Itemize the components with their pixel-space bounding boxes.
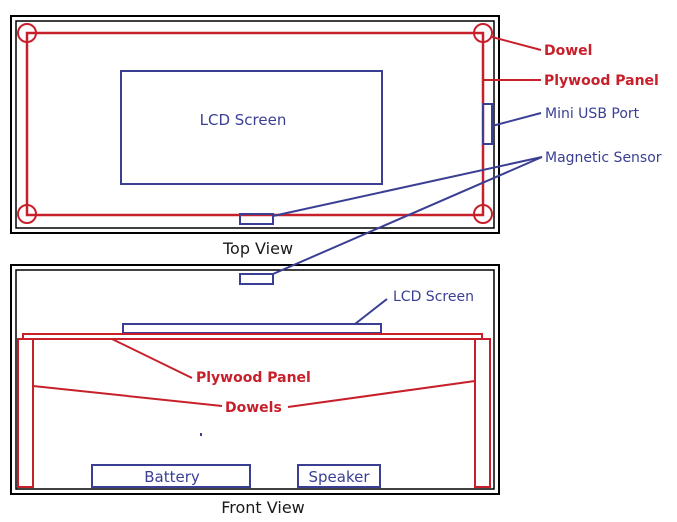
leader-mini-usb: [491, 112, 542, 127]
top-view: LCD Screen Top View: [10, 15, 500, 258]
speaker-label: Speaker: [308, 468, 370, 486]
leader-magnetic-top: [272, 156, 543, 217]
front-view: Battery Speaker Front View: [10, 264, 500, 517]
leader-magnetic-front: [272, 156, 543, 275]
top-view-magnetic-sensor: [239, 213, 274, 225]
front-view-dowel-right: [474, 338, 491, 488]
top-view-lcd-screen: [120, 70, 383, 185]
front-view-caption: Front View: [221, 498, 305, 517]
callout-mini-usb-port: Mini USB Port: [545, 106, 640, 122]
battery-label: Battery: [144, 468, 200, 486]
callout-dowel: Dowel: [544, 43, 592, 59]
callout-plywood-panel-top: Plywood Panel: [544, 73, 659, 89]
front-view-outer-frame: [10, 264, 500, 495]
front-view-inner-frame: [15, 269, 495, 490]
top-view-lcd-label: LCD Screen: [200, 111, 287, 129]
leader-plywood-front: [111, 338, 193, 379]
dowel-top-right: [473, 23, 493, 43]
callout-labels: Dowel Plywood Panel Mini USB Port Magnet…: [196, 43, 662, 416]
front-view-magnetic-sensor: [239, 273, 274, 285]
callout-lcd-screen-front: LCD Screen: [393, 289, 474, 305]
leader-lcd-front: [354, 298, 388, 325]
speaker: [297, 464, 381, 488]
speck: [200, 433, 202, 436]
top-view-caption: Top View: [222, 239, 293, 258]
front-view-plywood-panel: [22, 333, 483, 340]
callout-plywood-panel-front: Plywood Panel: [196, 370, 311, 386]
callout-magnetic-sensor: Magnetic Sensor: [545, 150, 662, 166]
leader-dowels-left: [32, 385, 223, 407]
battery: [91, 464, 251, 488]
callout-dowels: Dowels: [225, 400, 282, 416]
front-view-dowel-left: [17, 338, 34, 488]
mini-usb-port: [482, 103, 493, 145]
dowel-bottom-left: [17, 204, 37, 224]
front-view-lcd-screen: [122, 323, 382, 334]
dowel-bottom-right: [473, 204, 493, 224]
leader-dowel: [491, 36, 542, 51]
leader-lines: [32, 36, 543, 408]
leader-dowels-right: [287, 380, 476, 408]
dowel-top-left: [17, 23, 37, 43]
